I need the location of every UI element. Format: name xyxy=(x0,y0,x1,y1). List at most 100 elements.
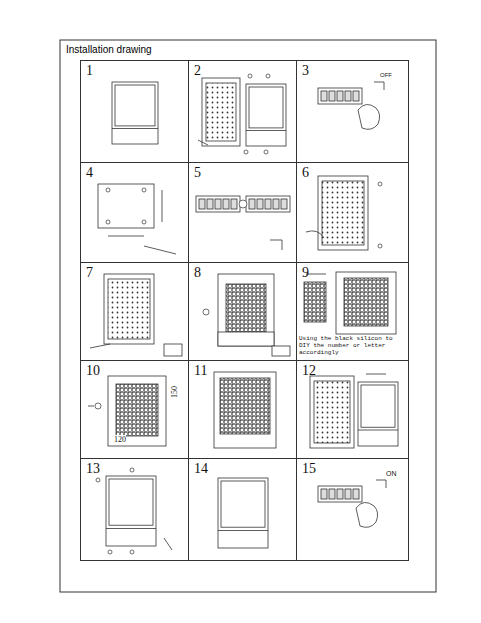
terminal xyxy=(231,199,237,209)
wire xyxy=(306,231,324,238)
lamp-band xyxy=(106,528,156,529)
terminal xyxy=(223,199,229,209)
arrow xyxy=(366,374,386,375)
step-number: 9 xyxy=(302,266,309,280)
terminal xyxy=(273,199,279,209)
lamp-front xyxy=(218,478,268,548)
screw xyxy=(248,74,252,78)
lamp-panel xyxy=(361,385,395,427)
terminal-block xyxy=(318,88,362,104)
step-number: 13 xyxy=(86,462,100,476)
lamp-open xyxy=(108,376,166,446)
lamp-front xyxy=(246,84,286,146)
led-board xyxy=(206,83,236,141)
detail-box xyxy=(272,346,290,356)
step-panel: 7 xyxy=(80,262,189,361)
led-board xyxy=(314,381,350,443)
step-number: 6 xyxy=(302,166,309,180)
switch xyxy=(376,480,386,488)
terminal xyxy=(353,91,359,101)
step-number: 8 xyxy=(194,266,201,280)
terminal xyxy=(321,489,327,499)
step-number: 2 xyxy=(194,64,201,78)
step-panel: 3 xyxy=(296,60,409,163)
tool xyxy=(270,240,282,250)
terminal xyxy=(199,199,205,209)
screw xyxy=(108,550,112,554)
terminal xyxy=(337,489,343,499)
step-number: 10 xyxy=(86,364,100,378)
screw xyxy=(266,74,270,78)
terminal xyxy=(337,91,343,101)
title: Installation drawing xyxy=(66,44,152,55)
lamp-panel xyxy=(221,481,265,527)
step-number: 11 xyxy=(194,364,207,378)
back-plate xyxy=(318,176,368,250)
dimension: 150 xyxy=(170,386,179,398)
lamp-band xyxy=(218,530,268,531)
terminal xyxy=(215,199,221,209)
lamp-open xyxy=(336,272,396,334)
hole xyxy=(142,220,146,224)
lamp-panel xyxy=(109,479,153,525)
lamp-open xyxy=(218,274,274,346)
screw xyxy=(96,478,100,482)
lamp-band xyxy=(112,128,158,129)
screw xyxy=(244,150,248,154)
step-panel: 10 xyxy=(80,360,189,459)
step-panel: 1 xyxy=(80,60,189,163)
drill xyxy=(144,246,176,254)
step-panel: 11 xyxy=(188,360,297,459)
dimension-line xyxy=(108,236,144,237)
lamp-front xyxy=(112,82,158,144)
digit-grid xyxy=(344,278,388,326)
hand xyxy=(358,104,380,129)
step-panel: 2 xyxy=(188,60,297,163)
terminal xyxy=(329,91,335,101)
mount-outline xyxy=(98,184,154,228)
step-panel: 13 xyxy=(80,458,189,561)
terminal xyxy=(281,199,287,209)
arrow xyxy=(306,274,326,275)
switch xyxy=(374,82,384,90)
note: Using the black silicon to DIY the numbe… xyxy=(299,336,405,357)
digit-grid xyxy=(226,284,266,332)
silicone-sheet xyxy=(304,282,326,322)
back-plate xyxy=(202,78,240,146)
hole xyxy=(106,220,110,224)
dimension: 120 xyxy=(114,435,126,444)
hole xyxy=(106,188,110,192)
screw xyxy=(264,150,268,154)
back-plate xyxy=(310,376,354,448)
terminal xyxy=(329,489,335,499)
terminal xyxy=(257,199,263,209)
hole xyxy=(142,188,146,192)
step-number: 3 xyxy=(302,64,309,78)
lamp-base xyxy=(218,332,274,346)
terminal xyxy=(345,91,351,101)
lamp-panel xyxy=(249,87,283,128)
back-plate xyxy=(104,274,154,344)
leader-line xyxy=(88,406,94,407)
hand xyxy=(356,502,378,527)
terminal xyxy=(249,199,255,209)
led-board xyxy=(322,181,364,245)
lamp-band xyxy=(246,130,286,131)
wire-loop xyxy=(239,200,247,208)
lamp-front xyxy=(106,476,156,546)
digit-grid xyxy=(116,384,158,436)
terminal xyxy=(353,489,359,499)
step-number: 12 xyxy=(302,364,316,378)
step-panel: 14 xyxy=(188,458,297,561)
lamp-front xyxy=(214,372,276,448)
terminal xyxy=(207,199,213,209)
step-number: 1 xyxy=(86,64,93,78)
lamp-front xyxy=(358,382,398,446)
step-number: 15 xyxy=(302,462,316,476)
wire xyxy=(198,140,208,145)
terminal-block xyxy=(246,196,290,212)
step-number: 4 xyxy=(86,166,93,180)
terminal-block xyxy=(196,196,240,212)
lamp-panel xyxy=(115,85,155,126)
